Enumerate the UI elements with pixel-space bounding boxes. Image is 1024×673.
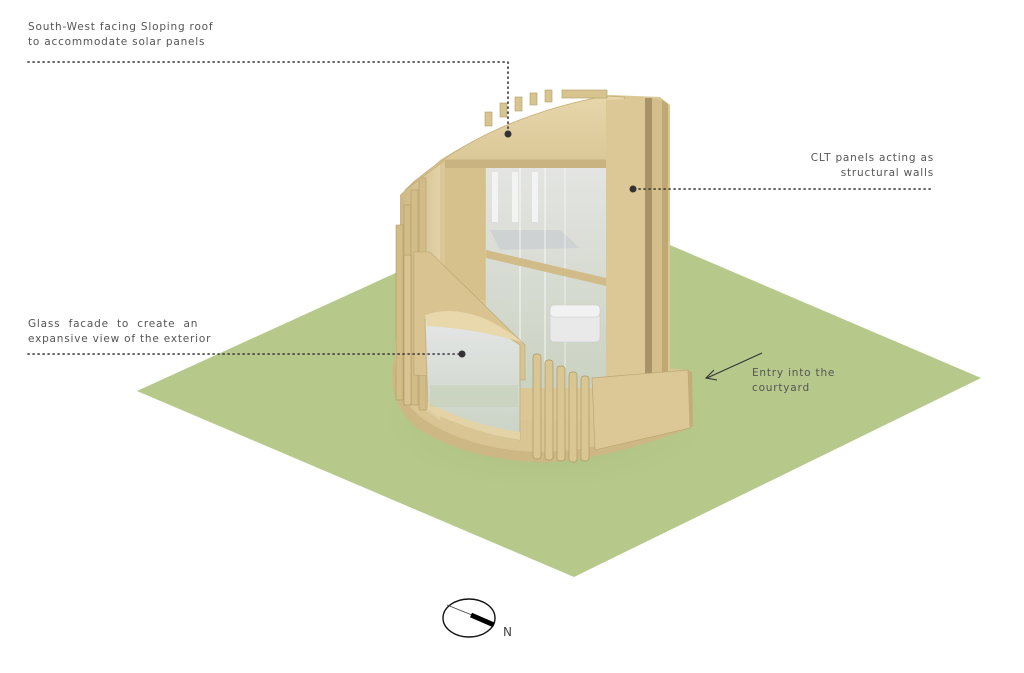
annotation-roof: South-West facing Sloping roof to accomm… — [28, 20, 213, 50]
annotation-clt-line-1: CLT panels acting as — [810, 152, 934, 164]
annotation-roof-line-2: to accommodate solar panels — [28, 36, 206, 48]
roof-leader — [27, 61, 509, 134]
glass-facade — [413, 251, 526, 441]
north-arrow-icon — [442, 598, 496, 638]
annotation-glass: Glass facade to create an expansive view… — [28, 317, 211, 347]
entry-arrow-icon — [704, 352, 763, 381]
clt-wall — [606, 98, 668, 420]
annotation-clt-line-2: structural walls — [840, 167, 934, 179]
leader-lines — [27, 61, 935, 355]
sloping-roof — [404, 95, 626, 191]
front-fins — [532, 353, 590, 463]
sofa-icon — [549, 304, 601, 343]
annotation-entry-line-2: courtyard — [752, 382, 810, 394]
annotation-clt: CLT panels acting as structural walls — [811, 151, 934, 181]
annotation-roof-line-1: South-West facing Sloping roof — [28, 21, 214, 33]
annotation-glass-line-2: expansive view of the exterior — [28, 333, 212, 345]
roof-fins — [484, 89, 608, 127]
glass-core — [486, 168, 606, 390]
north-label: N — [503, 625, 512, 639]
courtyard-wall — [591, 369, 693, 451]
annotation-glass-line-1: Glass facade to create an — [28, 318, 199, 330]
annotation-entry: Entry into the courtyard — [752, 366, 835, 396]
annotation-entry-line-1: Entry into the — [752, 367, 836, 379]
building — [392, 89, 693, 463]
leader-dots — [458, 130, 637, 358]
